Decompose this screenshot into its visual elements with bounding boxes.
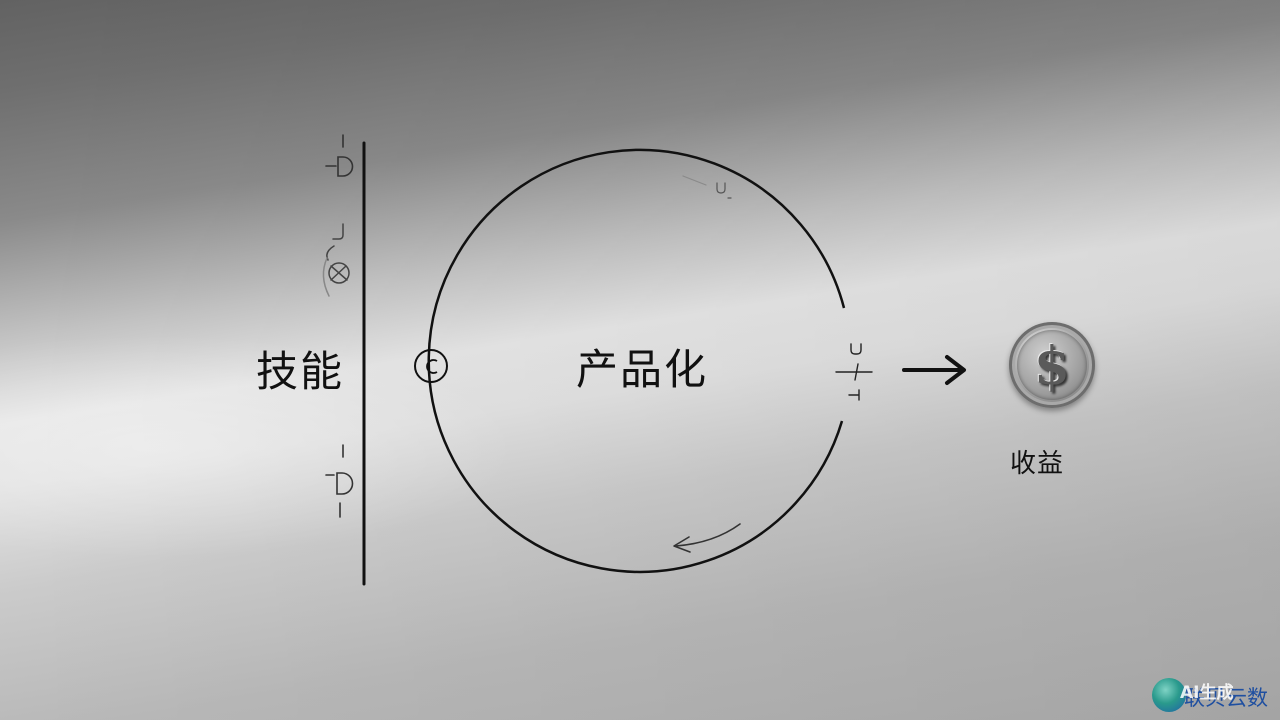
watermark-logo-icon: [1152, 678, 1186, 712]
productization-label: 产品化: [575, 345, 708, 394]
revenue-label: 收益: [1010, 449, 1065, 479]
curved-left-arrow-icon: [673, 523, 741, 553]
right-arrow-icon: [902, 355, 966, 385]
coin-symbol: $: [1033, 336, 1071, 397]
sketch-mark-circle-gap: [835, 343, 873, 401]
sketch-mark-bottom: [325, 444, 354, 518]
watermark: 联贝云数 AI生成: [1150, 676, 1278, 716]
cycle-circle: [427, 148, 846, 574]
sketch-mark-middle: [322, 223, 350, 297]
dollar-coin-icon: $: [1009, 322, 1095, 408]
watermark-brand: 联贝云数: [1184, 686, 1268, 710]
watermark-ai-tag: AI生成: [1180, 683, 1234, 703]
circle-node-icon: [414, 349, 448, 383]
skill-label: 技能: [256, 347, 345, 396]
coin-face: $: [1017, 330, 1087, 400]
sketch-mark-top: [325, 134, 354, 177]
sketch-mark-circle-top: [682, 175, 732, 199]
